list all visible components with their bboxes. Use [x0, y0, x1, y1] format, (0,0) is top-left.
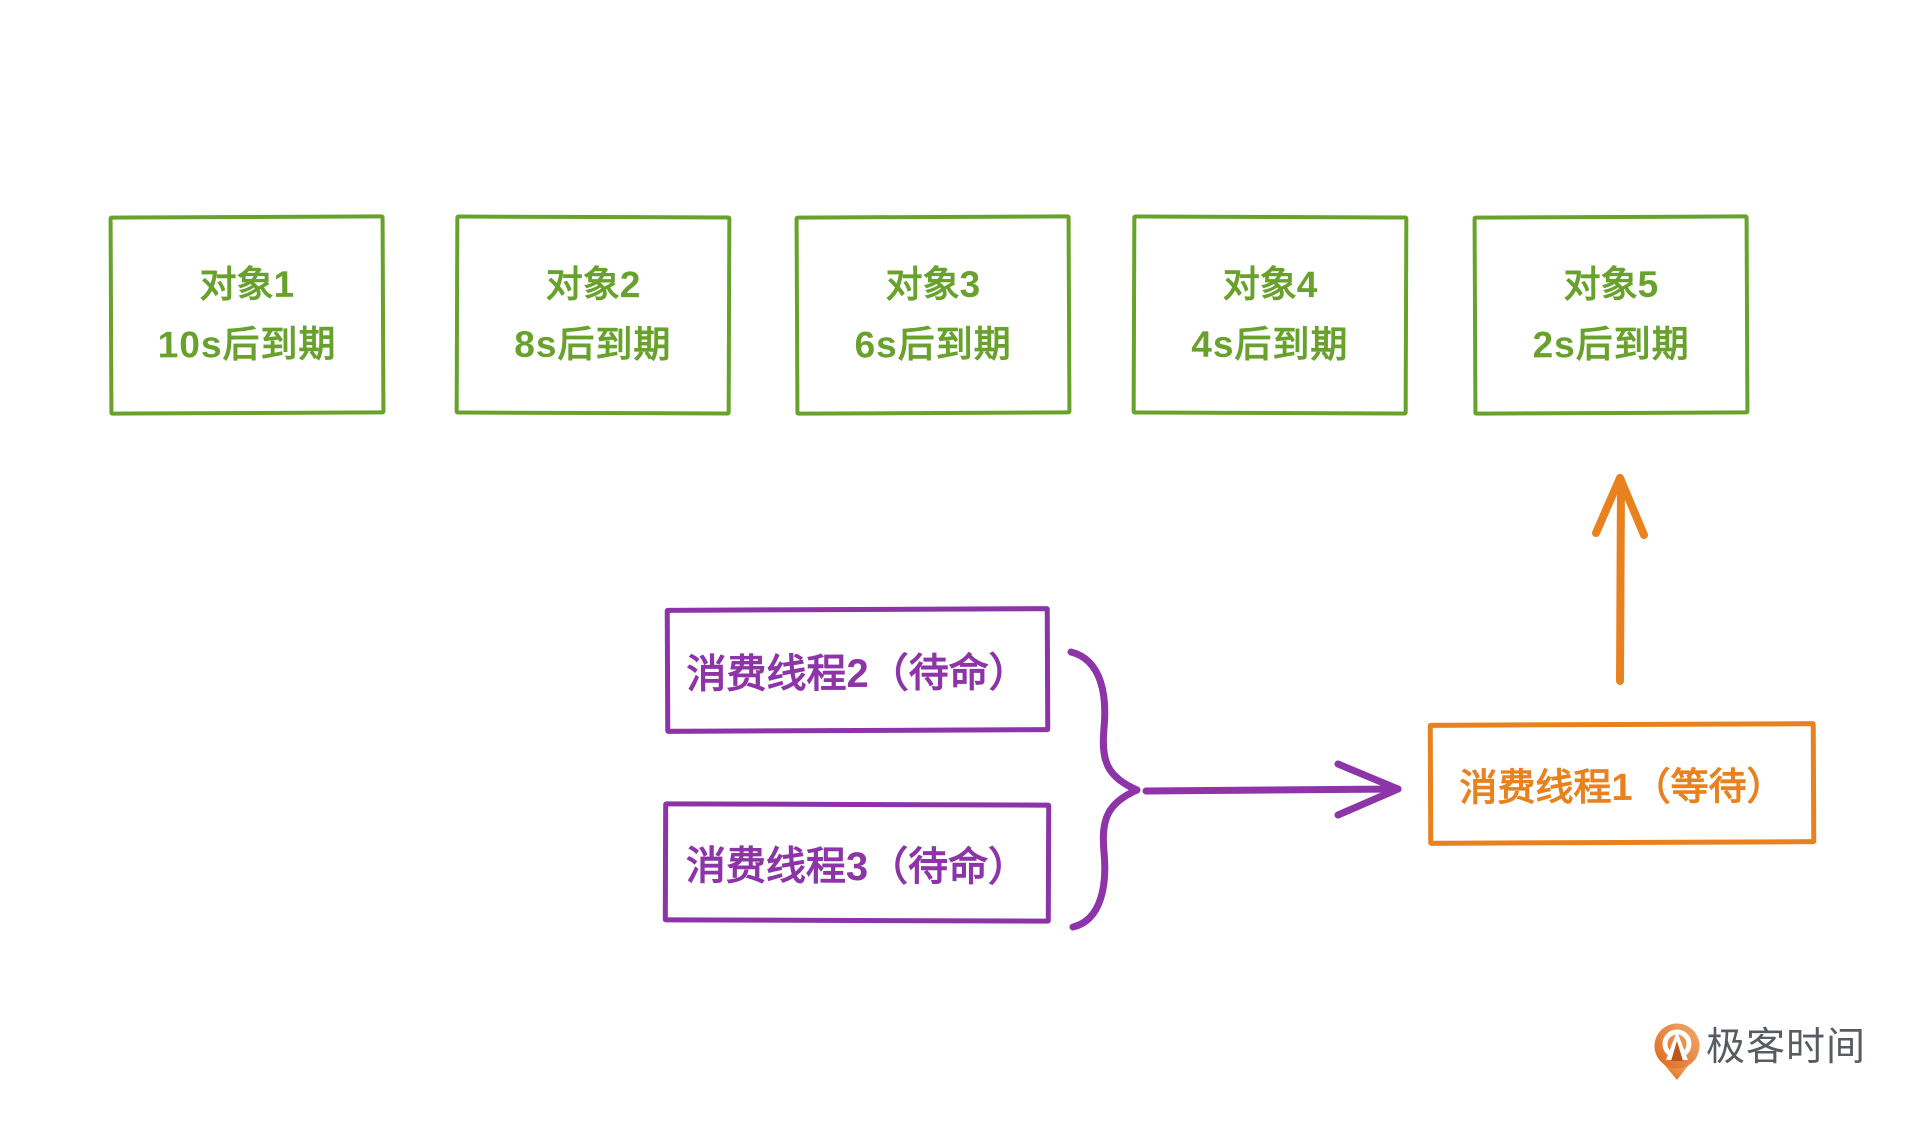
logo-wordmark: 极客时间	[1706, 1026, 1867, 1069]
object-box-1: 对象1 10s后到期	[108, 214, 386, 416]
object-expiry: 6s后到期	[854, 323, 1012, 366]
object-expiry: 10s后到期	[157, 323, 337, 366]
standby-thread-box-3: 消费线程3（待命）	[662, 801, 1052, 924]
logo-icon	[1654, 1023, 1700, 1080]
object-title: 对象1	[199, 263, 295, 306]
object-box-5: 对象5 2s后到期	[1472, 214, 1750, 416]
object-expiry: 4s后到期	[1191, 323, 1349, 366]
arrow-up-icon	[1592, 474, 1648, 685]
standby-thread-box-2: 消费线程2（待命）	[664, 606, 1051, 734]
brace-right-icon	[1067, 648, 1141, 931]
object-title: 对象2	[545, 263, 641, 306]
object-expiry: 8s后到期	[514, 323, 672, 366]
waiting-thread-box: 消费线程1（等待）	[1427, 721, 1817, 846]
object-title: 对象5	[1563, 263, 1659, 306]
standby-thread-label: 消费线程3（待命）	[685, 843, 1029, 890]
waiting-thread-label: 消费线程1（等待）	[1459, 766, 1785, 810]
object-box-3: 对象3 6s后到期	[794, 214, 1072, 416]
standby-thread-label: 消费线程2（待命）	[686, 651, 1029, 697]
object-box-4: 对象4 4s后到期	[1131, 214, 1409, 416]
arrow-right-icon	[1142, 760, 1402, 819]
object-title: 对象3	[885, 263, 981, 306]
object-box-2: 对象2 8s后到期	[454, 214, 732, 416]
object-expiry: 2s后到期	[1532, 323, 1690, 366]
object-title: 对象4	[1222, 263, 1318, 306]
